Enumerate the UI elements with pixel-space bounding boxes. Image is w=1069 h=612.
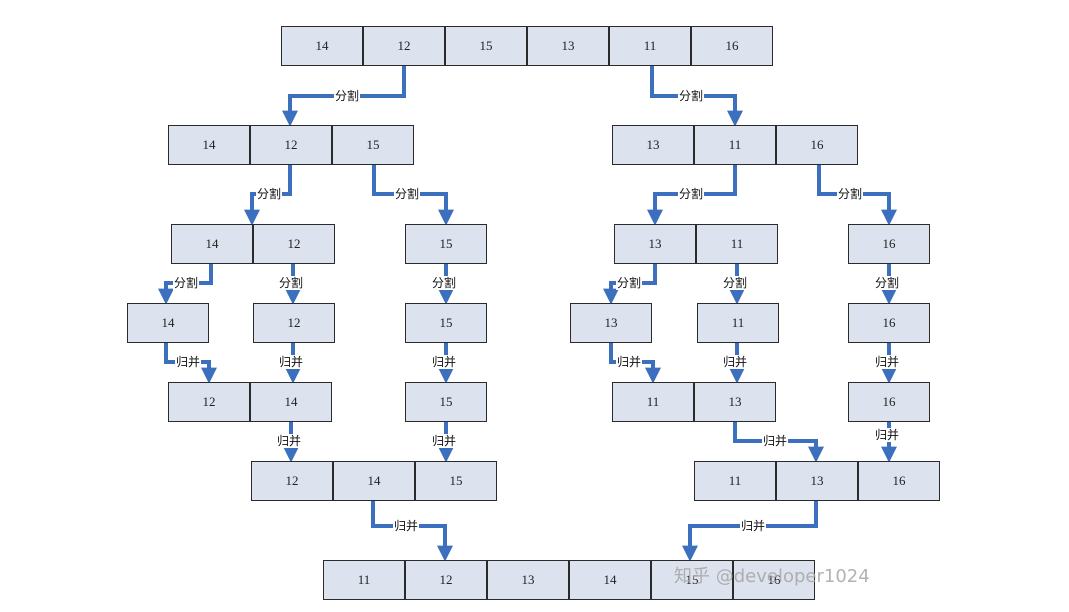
level-3-split-group-4-cell-1: 13 [570, 303, 652, 343]
merge-arrow-12-14-label: 归并 [276, 434, 303, 448]
split-arrow-left-top-label: 分割 [334, 89, 361, 103]
split-arrow-right-top-label: 分割 [678, 89, 705, 103]
merge-arrow-15-label: 归并 [431, 355, 458, 369]
merge-step-1-group-3-cell-1: 11 [612, 382, 694, 422]
merge-step-2-group-1-cell-3: 15 [415, 461, 497, 501]
merge-step-2-group-2-cell-2: 13 [776, 461, 858, 501]
level-2-split-group-3-cell-1: 13 [614, 224, 696, 264]
split-arrow-11-label: 分割 [722, 276, 749, 290]
split-arrow-14-label: 分割 [173, 276, 200, 290]
merge-final-group-1-cell-4: 14 [569, 560, 651, 600]
merge-final-group-1-cell-5: 15 [651, 560, 733, 600]
level-2-split-group-3-cell-2: 11 [696, 224, 778, 264]
merge-step-1-group-4-cell-1: 16 [848, 382, 930, 422]
level-2-split-group-4-cell-1: 16 [848, 224, 930, 264]
merge-step-1-group-1-cell-1: 12 [168, 382, 250, 422]
merge-step-1-group-2-cell-1: 15 [405, 382, 487, 422]
merge-arrow-final-left-label: 归并 [393, 519, 420, 533]
split-arrow-16-label: 分割 [837, 187, 864, 201]
split-arrow-13-11-label: 分割 [678, 187, 705, 201]
merge-arrow-11-label: 归并 [722, 355, 749, 369]
level-1-split-group-1-cell-3: 15 [332, 125, 414, 165]
level-0-full-array-group-1-cell-1: 14 [281, 26, 363, 66]
merge-arrow-14-label: 归并 [175, 355, 202, 369]
level-0-full-array-group-1-cell-6: 16 [691, 26, 773, 66]
level-1-split-group-1-cell-1: 14 [168, 125, 250, 165]
level-0-full-array-group-1-cell-2: 12 [363, 26, 445, 66]
split-arrow-16-single-label: 分割 [874, 276, 901, 290]
split-arrow-15-label: 分割 [394, 187, 421, 201]
level-1-split-group-2-cell-3: 16 [776, 125, 858, 165]
level-0-full-array-group-1-cell-4: 13 [527, 26, 609, 66]
level-2-split-group-1-cell-2: 12 [253, 224, 335, 264]
level-3-split-group-1-cell-1: 14 [127, 303, 209, 343]
merge-arrow-12-label: 归并 [278, 355, 305, 369]
level-1-split-group-2-cell-2: 11 [694, 125, 776, 165]
split-arrow-13-label: 分割 [616, 276, 643, 290]
merge-step-2-group-1-cell-2: 14 [333, 461, 415, 501]
level-0-full-array-group-1-cell-3: 15 [445, 26, 527, 66]
merge-step-1-group-3-cell-2: 13 [694, 382, 776, 422]
merge-step-1-group-1-cell-2: 14 [250, 382, 332, 422]
level-0-full-array-group-1-cell-5: 11 [609, 26, 691, 66]
merge-final-group-1-cell-2: 12 [405, 560, 487, 600]
merge-arrow-13-label: 归并 [616, 355, 643, 369]
watermark: 知乎 @developer1024 [674, 566, 870, 587]
merge-step-2-group-1-cell-1: 12 [251, 461, 333, 501]
level-3-split-group-3-cell-1: 15 [405, 303, 487, 343]
level-3-split-group-6-cell-1: 16 [848, 303, 930, 343]
split-arrow-14-12-label: 分割 [256, 187, 283, 201]
merge-arrow-15-b-label: 归并 [431, 434, 458, 448]
merge-step-2-group-2-cell-3: 16 [858, 461, 940, 501]
split-arrow-15-single-label: 分割 [431, 276, 458, 290]
split-arrow-12-label: 分割 [278, 276, 305, 290]
merge-final-group-1-cell-6: 16 [733, 560, 815, 600]
level-3-split-group-5-cell-1: 11 [697, 303, 779, 343]
level-2-split-group-1-cell-1: 14 [171, 224, 253, 264]
merge-final-group-1-cell-3: 13 [487, 560, 569, 600]
merge-arrow-16-label: 归并 [874, 355, 901, 369]
merge-final-group-1-cell-1: 11 [323, 560, 405, 600]
merge-arrow-16-b-label: 归并 [874, 428, 901, 442]
merge-arrow-final-right-label: 归并 [740, 519, 767, 533]
merge-arrow-11-13-label: 归并 [762, 434, 789, 448]
level-3-split-group-2-cell-1: 12 [253, 303, 335, 343]
level-1-split-group-2-cell-1: 13 [612, 125, 694, 165]
merge-step-2-group-2-cell-1: 11 [694, 461, 776, 501]
level-1-split-group-1-cell-2: 12 [250, 125, 332, 165]
level-2-split-group-2-cell-1: 15 [405, 224, 487, 264]
